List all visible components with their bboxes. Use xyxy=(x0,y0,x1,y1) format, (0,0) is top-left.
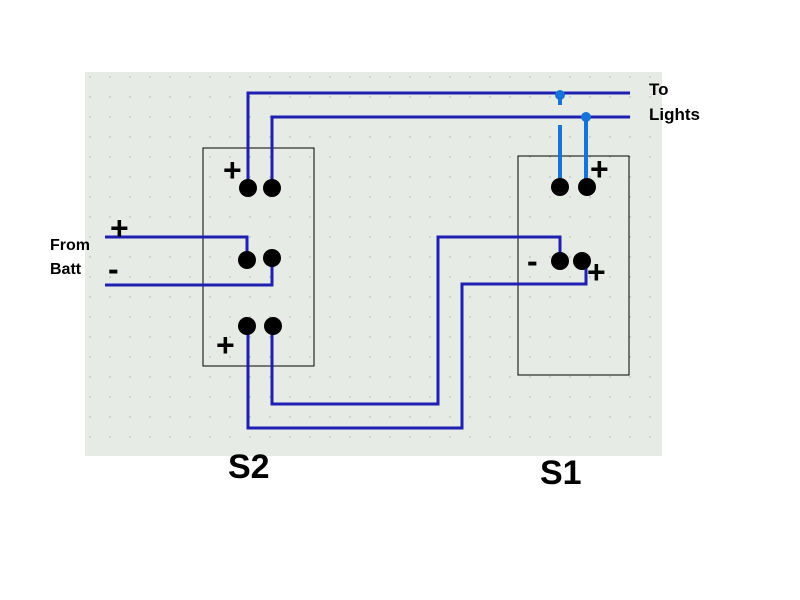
s2-terminal-top-left xyxy=(239,179,257,197)
batt-minus-sign: - xyxy=(108,251,119,287)
s1-label: S1 xyxy=(540,454,582,492)
s2-terminal-top-right xyxy=(263,179,281,197)
s2-top-plus-sign: + xyxy=(223,152,242,188)
s2-label: S2 xyxy=(228,448,270,486)
s2-terminal-bottom-left xyxy=(238,317,256,335)
wire-s2-bottom-left-to-s1 xyxy=(246,260,588,430)
wire-to-lights-1 xyxy=(246,91,630,185)
switch-s1-body xyxy=(517,155,630,376)
s1-mid-plus-sign: + xyxy=(587,254,606,290)
s1-mid-minus-sign: - xyxy=(527,243,538,279)
to-lights-label-line2: Lights xyxy=(649,105,700,124)
s2-bottom-plus-sign: + xyxy=(216,327,235,363)
s1-terminal-top-left xyxy=(551,178,569,196)
batt-plus-sign: + xyxy=(110,210,129,246)
s2-terminal-mid-left xyxy=(238,251,256,269)
wire-to-lights-2 xyxy=(270,115,630,185)
s2-terminal-bottom-right xyxy=(264,317,282,335)
junction-dot-1 xyxy=(555,90,565,100)
s1-terminal-mid-right xyxy=(573,252,591,270)
from-batt-label-line2: Batt xyxy=(50,261,82,278)
from-batt-label-line1: From xyxy=(50,237,90,254)
s1-terminal-top-right xyxy=(578,178,596,196)
s2-terminal-mid-right xyxy=(263,249,281,267)
to-lights-label-line1: To xyxy=(649,80,669,99)
s1-top-plus-sign: + xyxy=(590,151,609,187)
s1-terminal-mid-left xyxy=(551,252,569,270)
junction-dot-2 xyxy=(581,112,591,122)
switch-s2-body xyxy=(202,147,315,367)
wire-s2-bottom-right-to-s1 xyxy=(270,235,562,406)
